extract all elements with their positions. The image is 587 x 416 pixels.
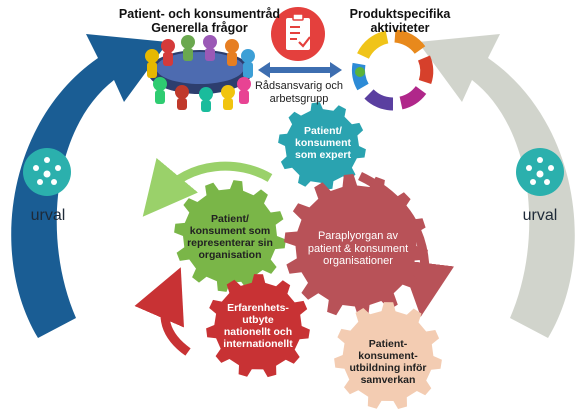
urval-left: urval (30, 207, 66, 224)
gear-umbrella-label: Paraplyorgan av patient & konsument orga… (298, 230, 418, 268)
gear-group (174, 102, 442, 409)
header-right-line1: Produktspecifika (349, 7, 451, 21)
center-label-line1: Rådsansvarig och (254, 80, 344, 92)
header-left: Patient- och konsumentråd Generella fråg… (112, 7, 287, 36)
left-cycle-arrow (11, 34, 169, 338)
gear-umbrella-line: patient & konsument (307, 242, 409, 255)
gear-education-line: Patient- (368, 338, 408, 350)
gear-represent-label: Patient/ konsument som representerar sin… (180, 213, 280, 261)
header-right: Produktspecifika aktiviteter (345, 7, 455, 36)
red-cycle-arrow (134, 267, 191, 356)
gear-exchange (206, 274, 310, 378)
gear-represent-line: organisation (198, 249, 262, 262)
network-people-icon (23, 148, 71, 196)
gear-education (334, 302, 442, 409)
gear-education-line: utbildning inför (349, 362, 427, 375)
gear-expert-line: konsument (294, 137, 351, 150)
meeting-table-icon (145, 35, 255, 112)
gear-expert-line: Patient/ (304, 125, 342, 137)
gear-represent-line: konsument som (189, 225, 271, 238)
gear-expert (278, 102, 366, 190)
gear-umbrella (284, 174, 428, 318)
gear-exchange-line: nationellt och (223, 326, 293, 339)
gear-exchange-line: utbyte (242, 314, 274, 327)
header-left-line1: Patient- och konsumentråd (118, 7, 281, 21)
green-cycle-arrow (142, 157, 273, 217)
gear-education-line: konsument- (358, 350, 418, 363)
gear-expert-label: Patient/ konsument som expert (283, 125, 363, 161)
cycle-arrows-icon (351, 29, 434, 111)
network-people-icon (516, 148, 564, 196)
gear-education-line: samverkan (360, 374, 416, 387)
clipboard-check-icon (271, 7, 325, 61)
gear-umbrella-line: organisationer (323, 255, 393, 268)
gear-represent-line: representerar sin (187, 237, 273, 250)
gear-represent-line: Patient/ (211, 213, 249, 225)
gear-exchange-line: internationellt (223, 338, 293, 351)
urval-right: urval (522, 207, 558, 224)
gear-exchange-line: Erfarenhets- (227, 302, 289, 314)
gear-umbrella-line: Paraplyorgan av (317, 230, 399, 242)
center-label: Rådsansvarig och arbetsgrupp (238, 80, 360, 105)
gear-education-label: Patient- konsument- utbildning inför sam… (340, 338, 436, 386)
right-cycle-arrow (418, 34, 575, 338)
gear-exchange-label: Erfarenhets- utbyte nationellt och inter… (214, 302, 302, 350)
bidirectional-arrow (258, 62, 342, 78)
gear-represent (174, 180, 286, 292)
gear-expert-line: som expert (294, 149, 352, 162)
header-right-line2: aktiviteter (370, 21, 430, 36)
center-label-line2: arbetsgrupp (269, 92, 329, 105)
header-left-line2: Generella frågor (151, 21, 248, 36)
